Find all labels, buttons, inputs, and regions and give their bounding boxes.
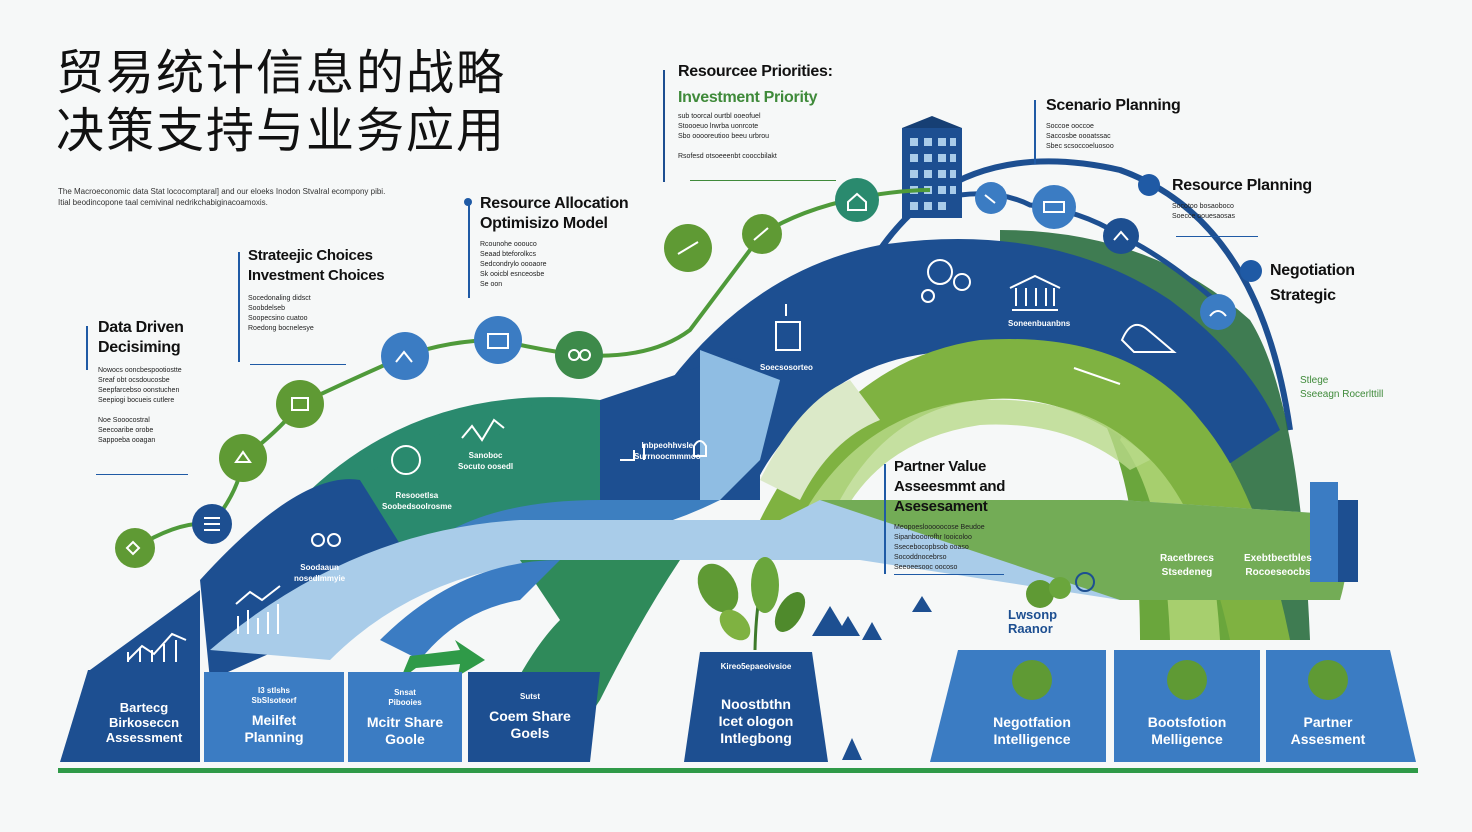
card-subtitle: Snsat Pibooies [388,688,422,707]
label-body: Soccoe ooccoe Saccosbe oooatssac Sbec sc… [1046,123,1114,150]
label-title: Resourcee Priorities: [678,63,833,80]
card-2[interactable]: I3 stlshs SbSlsoteorf Meilfet Planning [204,686,344,746]
label-title: Scenario Planning [1046,97,1181,114]
green-arch [760,339,1290,640]
label-scenario-planning: Scenario Planning Soccoe ooccoe Saccosbe… [1046,96,1181,152]
green-arrow [400,640,485,680]
label-body: sub toorcal ourtbl ooeofuel Stoooeuo lrw… [678,113,777,160]
card-3[interactable]: Snsat Pibooies Mcitr Share Goole [348,688,462,748]
label-resource-allocation: Resource Allocation Optimisizo Model Rco… [480,194,629,290]
negotiation-icon [1012,660,1052,700]
label-body: Meopoeslooooocose Beudoe Sipanbooorofhr … [894,524,985,571]
accent-dot [464,198,472,206]
info-dot-icon [1240,260,1262,282]
city-icon [1310,482,1358,582]
card-4[interactable]: Sutst Coem Share Goels [468,692,592,742]
label-strategic-choices: Strateejic Choices Investment Choices So… [248,246,385,334]
underline [1176,236,1258,237]
arch-label: Sanoboc Socuto oosedl [458,451,514,471]
label-negotiation-strategic: Negotiation Strategic [1270,258,1355,308]
accent-line [1034,100,1036,164]
label-resource-planning: Resource Planning Socotoo bosaoboco Soec… [1172,176,1312,222]
accent-line [663,70,665,182]
info-dot-icon [1138,174,1160,196]
path-node-icons [115,178,1236,568]
card-7[interactable]: Bootsfotion Melligence [1114,660,1260,760]
building-icon [902,116,962,218]
label-body: Nowocs ooncbespootiostte Sreaf obt ocsdo… [98,367,182,444]
card-5[interactable]: Kireo5epaeoivsioe Noostbthn Icet ologon … [700,662,812,747]
arch-label: Soneenbuanbns [1008,319,1071,328]
arch-label: Inbpeohhvsle Surrnoocmmmoo [634,441,701,461]
page-title: 贸易统计信息的战略 决策支持与业务应用 [56,44,506,160]
title-line-2: 决策支持与业务应用 [56,103,507,159]
label-partner-value: Partner Value Asseesmmt and Asesesament … [894,457,1005,573]
underline [250,364,346,365]
label-title: Partner Value Asseesmmt and Asesesament [894,458,1006,515]
card-title: Noostbthn Icet ologon Intlegbong [718,696,794,746]
card-title: Bootsfotion Melligence [1147,714,1227,747]
accent-line [884,464,886,574]
label-subtitle: Investment Priority [678,89,818,106]
label-data-driven: Data Driven Decisiming Nowocs ooncbespoo… [98,318,184,446]
arch-label: Soodaaun nosedlmmyie [294,563,346,583]
card-title: Mcitr Share Goole [366,714,444,747]
baseline-bar [58,768,1418,773]
label-body: Socedonaling didsct Soobdelseb Soopecsin… [248,295,314,332]
label-title: Resource Planning [1172,177,1312,194]
plants-caption: Lwsonp Raanor [1008,607,1058,636]
blue-arch [600,239,1280,501]
underline [690,180,836,181]
title-line-1: 贸易统计信息的战略 [56,45,507,101]
label-body: Socotoo bosaoboco Soecce oouesaosas [1172,203,1236,220]
accent-line [86,326,88,370]
accent-line [238,252,240,362]
plant-icon [697,557,806,651]
underline [96,474,188,475]
card-6[interactable]: Negotfation Intelligence [958,660,1106,760]
card-8[interactable]: Partner Assesment [1266,660,1390,760]
right-band-label-b: Exebtbectbles Rocoeseocbs [1244,553,1312,578]
accent-line [468,202,470,298]
document-icon [1167,660,1207,700]
tree-cluster-icon [1026,572,1095,608]
side-note: Stlege Sseeagn Rocerlttill [1300,375,1384,400]
card-subtitle: I3 stlshs SbSlsoteorf [251,686,297,705]
arch-icons [127,259,1177,662]
card-1[interactable]: Bartecg Birkoseccn Assessment [88,700,200,745]
label-body: Rcounohe ooouco Seaad bteforolkcs Sedcon… [480,241,547,288]
card-subtitle: Kireo5epaeoivsioe [720,662,792,671]
card-title: Meilfet Planning [244,712,304,745]
partner-icon [1308,660,1348,700]
left-blocks [90,590,200,680]
card-subtitle: Sutst [520,692,540,701]
card-title: Bartecg Birkoseccn Assessment [105,700,183,745]
intro-text: The Macroeconomic data Stat lococomptara… [58,187,386,207]
label-title: Negotiation Strategic [1270,262,1355,304]
label-title: Data Driven Decisiming [98,319,184,356]
arch-label: Soecsosorteo [760,363,813,372]
card-title: Coem Share Goels [489,708,571,741]
card-title: Partner Assesment [1290,714,1366,747]
mountain-icons [812,596,932,760]
label-title: Strateejic Choices Investment Choices [248,247,385,284]
arch-label: Resooetlsa Soobedsoolrosme [382,491,452,511]
right-band-label-a: Racetbrecs Stsedeneg [1160,553,1214,578]
bottom-cards-bg [60,650,1416,762]
underline [894,574,1004,575]
label-resource-priorities: Resourcee Priorities: Investment Priorit… [678,62,833,162]
card-title: Negotfation Intelligence [993,714,1071,747]
label-title: Resource Allocation Optimisizo Model [480,195,629,232]
